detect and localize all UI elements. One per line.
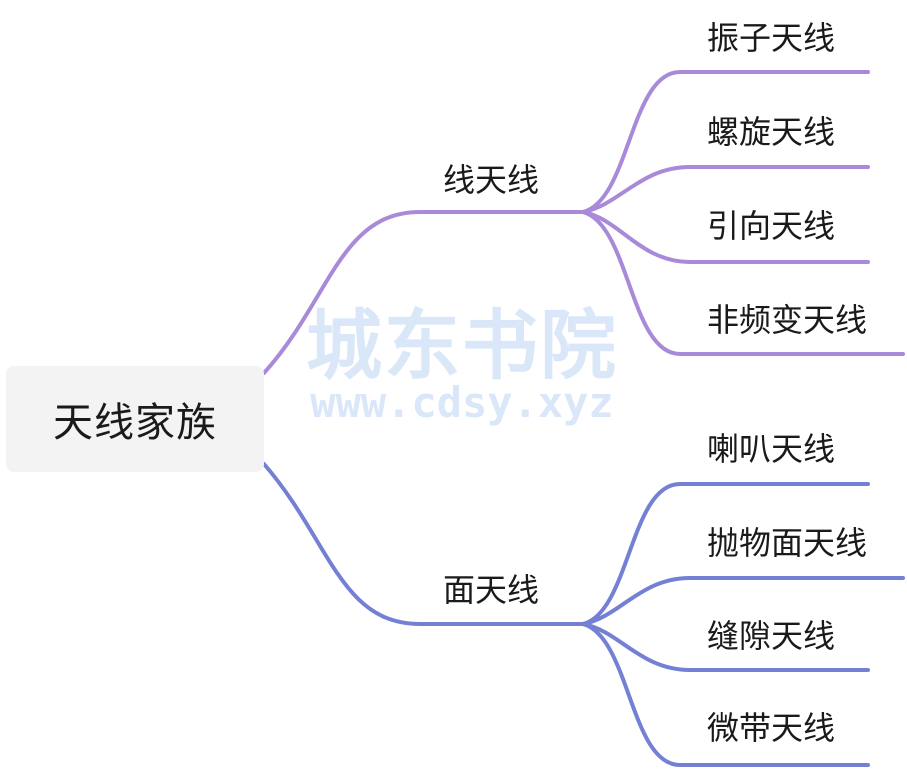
branch-node-aperture-antenna[interactable]: 面天线: [443, 571, 540, 609]
connector-wire-to-yagi: [581, 210, 870, 264]
connector-wire-to-helical: [581, 165, 870, 214]
leaf-node-parabolic-antenna[interactable]: 抛物面天线: [707, 524, 868, 562]
connector-root-to-wire-antenna: [262, 210, 585, 375]
connector-aperture-to-parabolic: [581, 576, 905, 626]
connector-aperture-to-slot: [581, 622, 870, 672]
leaf-node-helical-antenna[interactable]: 螺旋天线: [707, 113, 836, 151]
root-node[interactable]: [6, 366, 264, 472]
connector-aperture-to-horn: [581, 482, 870, 626]
connector-wire-to-frequency-independent: [581, 210, 905, 356]
branch-node-wire-antenna[interactable]: 线天线: [443, 161, 540, 199]
connector-wire-to-dipole: [581, 70, 870, 214]
leaf-node-dipole-antenna[interactable]: 振子天线: [707, 19, 836, 57]
root-node-label: 天线家族: [53, 400, 217, 446]
leaf-node-frequency-independent-antenna[interactable]: 非频变天线: [707, 301, 868, 339]
connector-aperture-to-microstrip: [581, 622, 870, 767]
leaf-node-microstrip-antenna[interactable]: 微带天线: [707, 709, 836, 747]
leaf-node-yagi-antenna[interactable]: 引向天线: [707, 207, 836, 245]
leaf-node-horn-antenna[interactable]: 喇叭天线: [707, 430, 836, 468]
leaf-node-slot-antenna[interactable]: 缝隙天线: [707, 617, 836, 655]
connector-root-to-aperture-antenna: [262, 462, 585, 626]
